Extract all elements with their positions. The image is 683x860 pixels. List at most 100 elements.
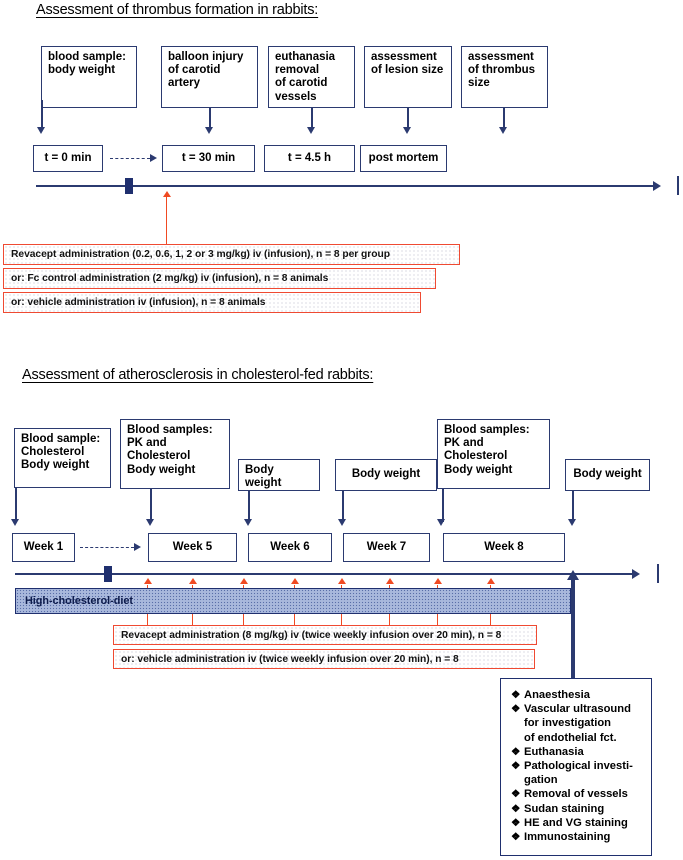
- box-line: of carotid: [275, 77, 328, 90]
- annotation-fc-control-s1: or: Fc control administration (2 mg/kg) …: [3, 268, 436, 289]
- box-line: of carotid: [168, 64, 221, 77]
- list-item: ❖ Removal of vessels: [511, 787, 645, 801]
- box-line: assessment: [468, 51, 534, 63]
- box-line: Cholesterol: [444, 450, 508, 463]
- box-line: artery: [168, 77, 200, 90]
- box-line: of thrombus: [468, 64, 536, 77]
- diamond-bullet-icon: ❖: [511, 788, 521, 801]
- dashdot-arrowhead-s1: [150, 154, 157, 162]
- list-item: ❖ Euthanasia: [511, 745, 645, 759]
- weekbox-week-5: Week 5: [148, 533, 237, 562]
- box-balloon-injury: balloon injury of carotid artery: [161, 46, 258, 108]
- list-item: ❖ Pathological investi-: [511, 759, 645, 773]
- annotation-vehicle-s2: or: vehicle administration iv (twice wee…: [113, 649, 535, 669]
- arrow-head-euthanasia: [306, 127, 315, 134]
- list-item-cont: gation: [524, 774, 558, 787]
- list-item-label: Vascular ultrasound: [524, 703, 631, 716]
- timebox-t30: t = 30 min: [162, 145, 255, 172]
- box-line: Blood samples:: [127, 424, 213, 436]
- dashdot-arrowhead-s2: [134, 543, 141, 551]
- box-line: Cholesterol: [21, 446, 85, 459]
- timebox-t45: t = 4.5 h: [264, 145, 355, 172]
- diamond-bullet-icon: ❖: [511, 703, 521, 716]
- arrow-shaft-thrombus-size: [503, 108, 505, 129]
- timeline-end-tick-s1: [677, 176, 679, 195]
- box-line: euthanasia: [275, 51, 336, 63]
- red-dose-arrow-head-7: [433, 578, 442, 584]
- list-item: ❖ HE and VG staining: [511, 816, 645, 830]
- timebox-post-mortem: post mortem: [360, 145, 447, 172]
- red-dose-arrow-head-6: [385, 578, 394, 584]
- list-item-label: Euthanasia: [524, 745, 584, 758]
- arrow-head-blood-sample-chol: [10, 519, 19, 526]
- red-dose-arrow-head-3: [239, 578, 248, 584]
- arrow-shaft-lesion-size: [407, 108, 409, 129]
- arrow-shaft-bw-2: [342, 491, 344, 522]
- box-blood-samples-pk-2: Blood samples: PK and Cholesterol Body w…: [437, 419, 550, 489]
- list-item-label: HE and VG staining: [524, 816, 628, 829]
- red-arrow-head-s1: [162, 191, 171, 197]
- box-thrombus-size: assessment of thrombus size: [461, 46, 548, 108]
- arrow-shaft-euthanasia: [311, 108, 313, 129]
- diet-bar-label: High-cholesterol-diet: [25, 595, 133, 607]
- list-item-cont: of endothelial fct.: [524, 731, 617, 744]
- box-body-weight-3: Body weight: [565, 459, 650, 491]
- box-line: blood sample:: [48, 51, 126, 63]
- timeline-end-tick-s2: [657, 564, 659, 583]
- red-dose-arrow-head-2: [188, 578, 197, 584]
- list-item-label: Removal of vessels: [524, 788, 628, 801]
- box-line: of lesion size: [371, 64, 444, 77]
- endpoints-list-box: ❖ Anaesthesia ❖ Vascular ultrasound for …: [500, 678, 652, 856]
- arrow-shaft-blood-sample: [41, 100, 43, 129]
- list-item-label: Anaesthesia: [524, 689, 590, 701]
- box-blood-samples-pk-1: Blood samples: PK and Cholesterol Body w…: [120, 419, 230, 489]
- arrow-shaft-bw-3: [572, 491, 574, 522]
- arrow-shaft-balloon-injury: [209, 108, 211, 129]
- timeline-axis-s1: [36, 185, 656, 187]
- red-dose-arrow-head-1: [143, 578, 152, 584]
- arrow-shaft-pk-2: [442, 489, 445, 522]
- box-line: body weight: [48, 64, 116, 77]
- box-line: Blood samples:: [444, 424, 530, 436]
- box-blood-sample: blood sample: body weight: [41, 46, 137, 108]
- list-item-cont: for investigation: [524, 717, 612, 730]
- list-item: ❖ Immunostaining: [511, 830, 645, 844]
- list-item-label: Immunostaining: [524, 831, 611, 844]
- section-2-title: Assessment of atherosclerosis in cholest…: [22, 367, 374, 383]
- high-cholesterol-diet-bar: High-cholesterol-diet: [15, 588, 571, 614]
- diamond-bullet-icon: ❖: [511, 689, 521, 701]
- arrow-head-bw-1: [243, 519, 252, 526]
- box-line: size: [468, 77, 490, 90]
- diamond-bullet-icon: ❖: [511, 816, 521, 829]
- dashdot-connector-s2: [80, 547, 134, 548]
- box-line: PK and: [444, 437, 484, 450]
- box-line: Body weight: [444, 463, 513, 476]
- timeline-arrowhead-s1: [653, 181, 661, 191]
- arrow-shaft-pk-1: [150, 489, 152, 522]
- section-1-title: Assessment of thrombus formation in rabb…: [36, 2, 319, 18]
- timeline-arrowhead-s2: [632, 569, 640, 579]
- box-euthanasia: euthanasia removal of carotid vessels: [268, 46, 355, 108]
- diamond-bullet-icon: ❖: [511, 760, 521, 773]
- diamond-bullet-icon: ❖: [511, 802, 521, 815]
- box-blood-sample-chol: Blood sample: Cholesterol Body weight: [14, 428, 111, 488]
- arrow-head-pk-2: [437, 519, 445, 526]
- box-body-weight-2: Body weight: [335, 459, 437, 491]
- weekbox-week-6: Week 6: [248, 533, 332, 562]
- box-line: Body: [245, 464, 274, 476]
- arrow-head-balloon-injury: [204, 127, 213, 134]
- box-line: assessment: [371, 51, 437, 63]
- list-item-label: Sudan staining: [524, 802, 605, 815]
- red-dose-arrow-head-5: [337, 578, 346, 584]
- big-arrow-shaft: [571, 580, 575, 680]
- box-line: PK and: [127, 437, 167, 450]
- list-item: ❖ Anaesthesia: [511, 688, 645, 702]
- arrow-head-pk-1: [145, 519, 154, 526]
- list-item-label: Pathological investi-: [524, 760, 633, 773]
- list-item: ❖ Sudan staining: [511, 802, 645, 816]
- arrow-head-thrombus-size: [498, 127, 507, 134]
- box-line: Blood sample:: [21, 433, 101, 445]
- weekbox-week-8: Week 8: [443, 533, 565, 562]
- red-arrow-shaft-s1: [166, 197, 168, 245]
